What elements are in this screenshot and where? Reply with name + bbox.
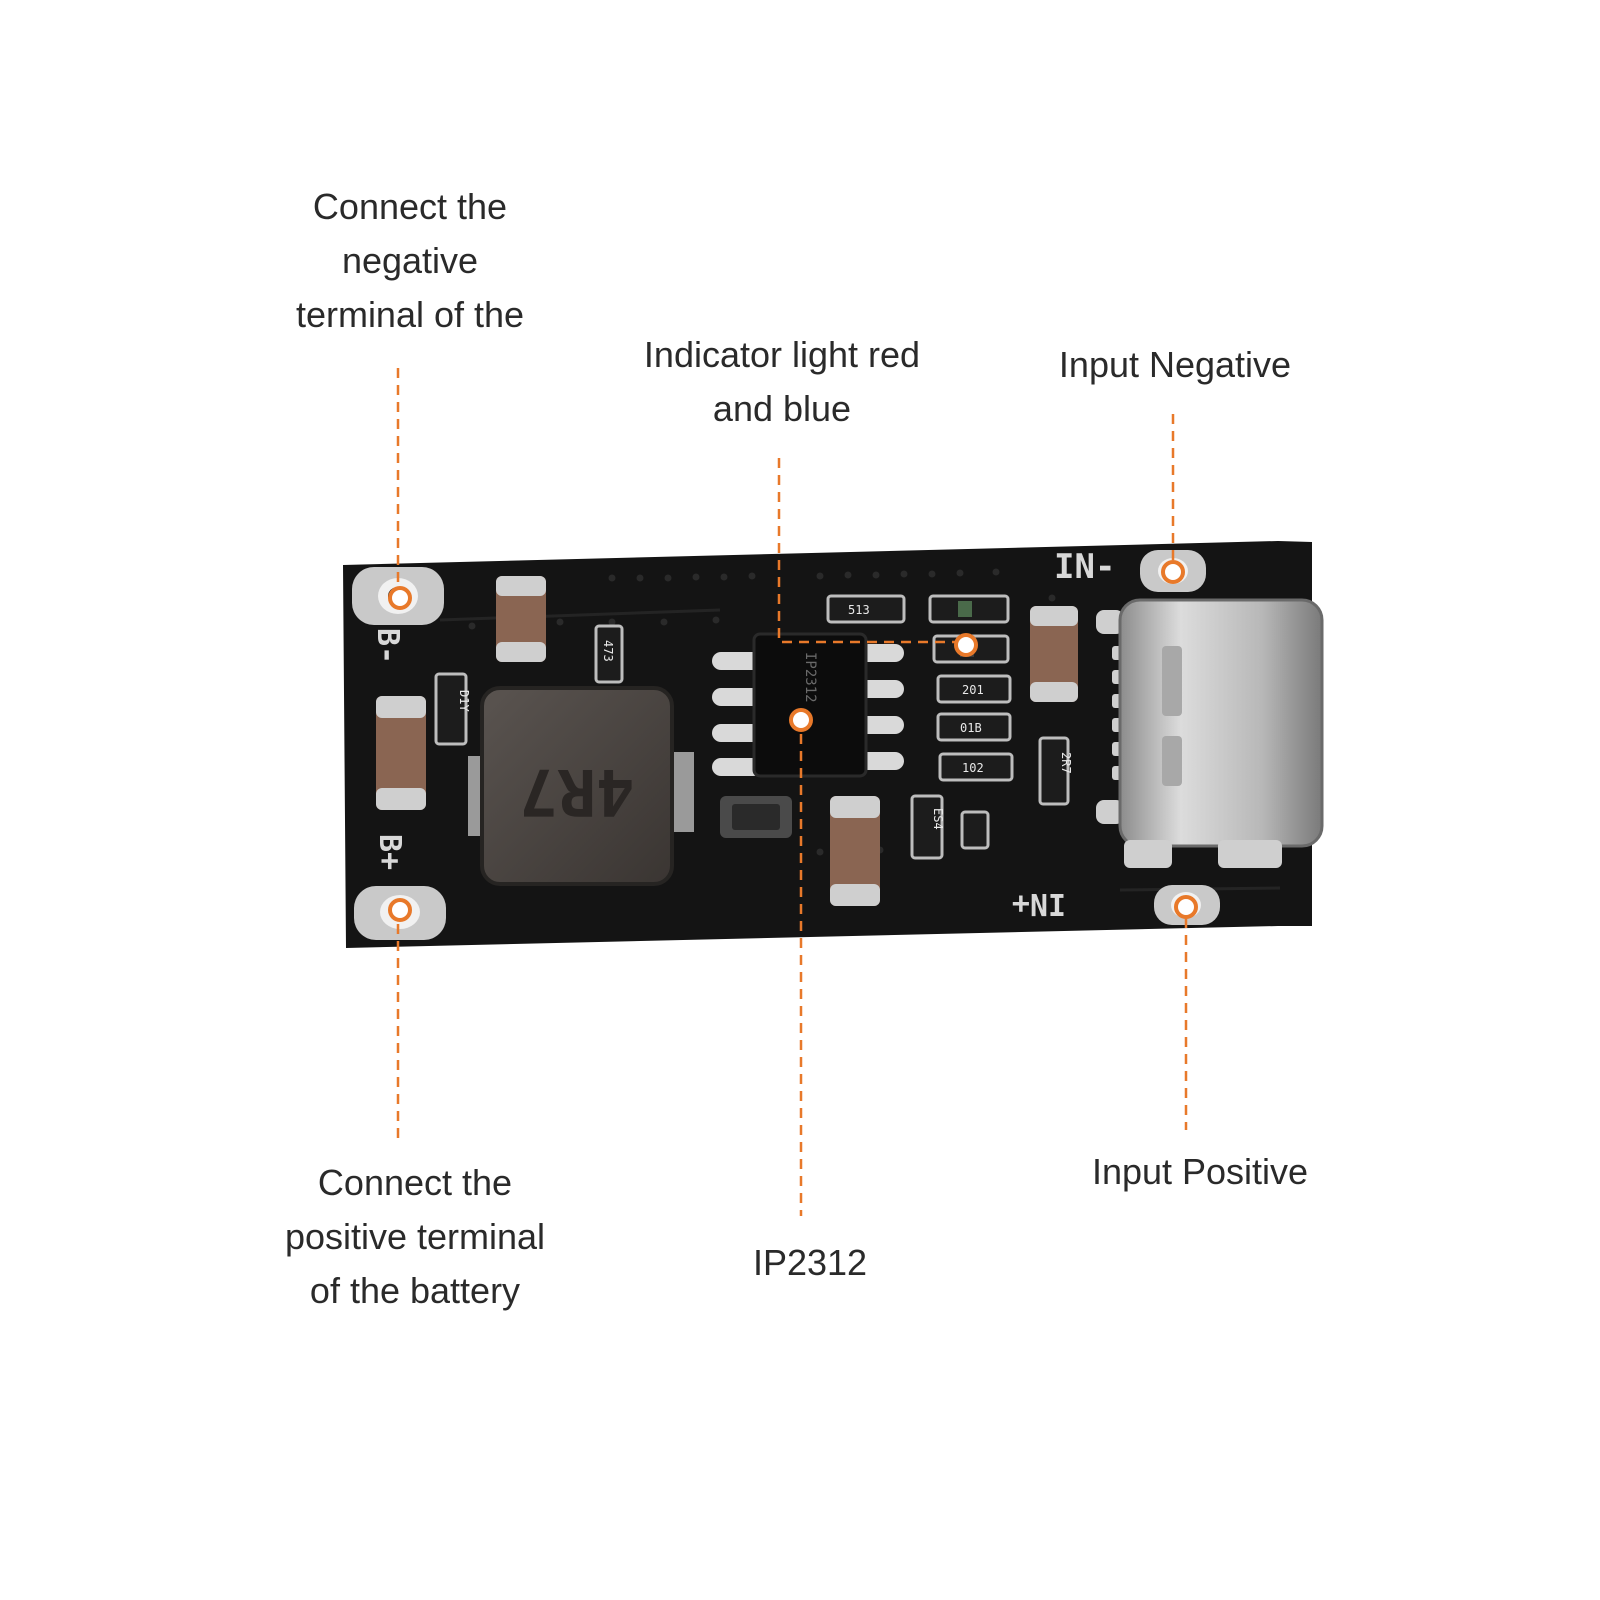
marker-indicator [954,633,978,657]
label-battery-negative-line-1: Connect the [312,186,508,227]
svg-text:IP2312: IP2312 [802,652,818,703]
resistor-513: 513 [826,594,906,624]
svg-text:01B: 01B [960,721,982,735]
callout-line-indicator [777,458,966,644]
diode-d1: D1Y [434,672,471,746]
label-indicator-line-2: and blue [712,388,852,429]
svg-text:513: 513 [848,603,870,617]
marker-battery-positive [388,898,412,922]
callout-markers [388,560,1198,922]
led-1 [928,594,1010,624]
resistor-102: 102 [938,752,1014,782]
silk-b-minus: B- [370,628,405,664]
resistor-2r7: 2R7 [1038,736,1073,806]
silk-b-plus: B+ [372,834,407,870]
usb-c-connector [1096,598,1324,868]
label-battery-positive-line-3: of the battery [309,1270,521,1311]
capacitor-1 [496,576,546,662]
silk-in-minus: IN- [1054,547,1115,587]
resistor-01b: 01B [936,712,1012,742]
svg-text:102: 102 [962,761,984,775]
label-input-positive: Input Positive [1060,1145,1340,1199]
capacitor-3 [1030,606,1078,702]
transistor [960,810,990,850]
resistor-201: 201 [936,674,1012,704]
label-indicator: Indicator light red and blue [612,328,952,436]
silk-in-plus: IN+ [1012,886,1066,921]
label-chip-line-1: IP2312 [752,1242,868,1283]
marker-input-negative [1161,560,1185,584]
marker-input-positive [1174,895,1198,919]
label-input-positive-line-1: Input Positive [1091,1151,1309,1192]
ic-ip2312: IP2312 [712,632,904,778]
label-chip: IP2312 [700,1236,920,1290]
label-input-negative: Input Negative [1030,338,1320,392]
marker-chip [789,708,813,732]
label-battery-negative-line-3: terminal of the [295,294,525,335]
label-battery-negative: Connect the negative terminal of the [260,180,560,342]
svg-text:ES4: ES4 [931,808,945,830]
label-indicator-line-1: Indicator light red [643,334,921,375]
label-battery-positive-line-1: Connect the [317,1162,513,1203]
capacitor-2 [376,696,426,810]
marker-battery-negative [388,586,412,610]
resistor-473: 473 [594,624,624,684]
svg-text:4R7: 4R7 [519,754,635,828]
label-battery-positive-line-2: positive terminal [284,1216,546,1257]
diode-dark [720,796,792,838]
svg-text:201: 201 [962,683,984,697]
label-battery-negative-line-2: negative [341,240,479,281]
callout-lines [396,368,1188,1216]
label-battery-positive: Connect the positive terminal of the bat… [250,1156,580,1318]
svg-text:2R7: 2R7 [1059,752,1073,774]
svg-text:D1Y: D1Y [457,690,471,712]
svg-text:473: 473 [601,640,615,662]
capacitor-4 [830,796,880,906]
diode-es: ES4 [910,794,945,860]
label-input-negative-line-1: Input Negative [1058,344,1292,385]
inductor-4r7: 4R7 [468,686,694,886]
